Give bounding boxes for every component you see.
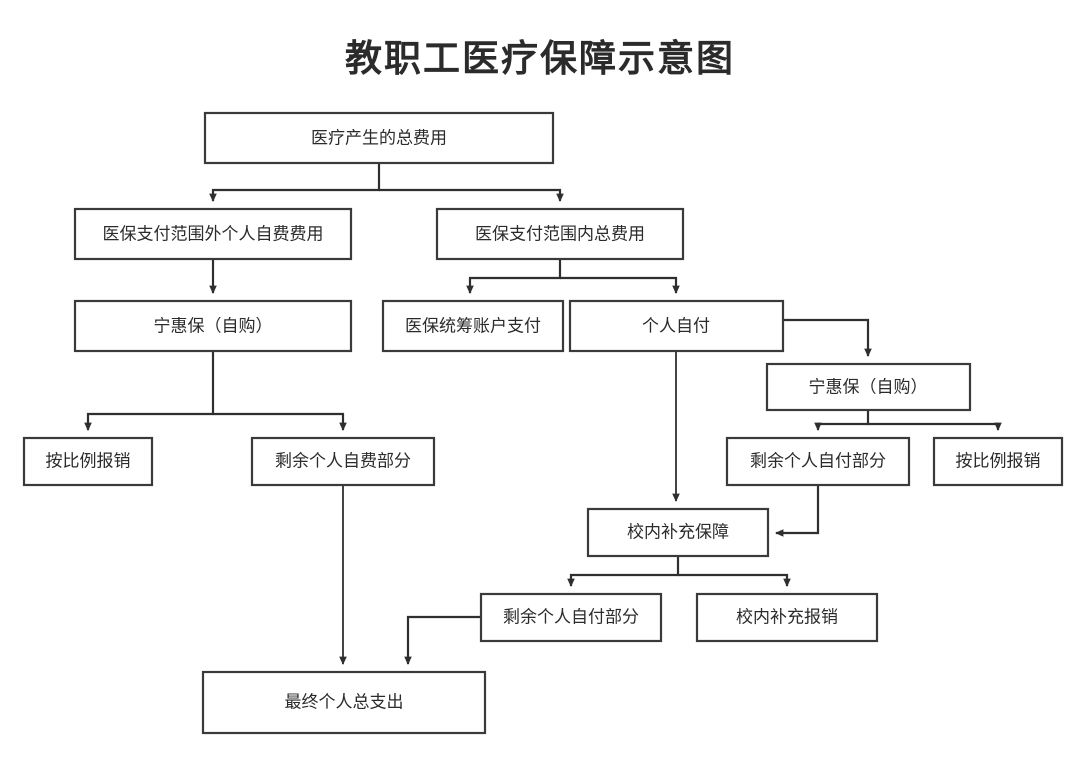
edge-inscope-to-pooling [466,259,562,294]
node-remaining-self-paid-lower[interactable]: 剩余个人自付部分 [479,592,663,643]
node-label: 最终个人总支出 [285,692,404,711]
edge-ninghuibao-to-remaining-self-funded [213,412,347,431]
node-total-medical-cost[interactable]: 医疗产生的总费用 [203,111,555,165]
edge-total-to-outscope [209,163,381,202]
edge-remaining-self-paid2-to-final [404,615,481,665]
node-label: 医保支付范围内总费用 [475,224,645,243]
node-label: 医疗产生的总费用 [311,128,447,147]
node-ninghuibao-left[interactable]: 宁惠保（自购） [73,299,353,353]
node-school-supplementary-reimbursement[interactable]: 校内补充报销 [695,592,879,643]
node-label: 校内补充报销 [736,607,838,626]
edge-ninghuibao-to-proportional [84,351,215,431]
node-ninghuibao-right[interactable]: 宁惠保（自购） [765,362,972,412]
node-proportional-reimbursement-right[interactable]: 按比例报销 [932,436,1064,487]
node-school-supplementary-coverage[interactable]: 校内补充保障 [586,507,770,558]
node-remaining-self-funded[interactable]: 剩余个人自费部分 [250,436,436,487]
node-final-personal-total-expense[interactable]: 最终个人总支出 [201,670,487,735]
node-label: 按比例报销 [956,451,1041,470]
edge-remaining-self-paid-to-school-supplement [775,485,820,537]
edge-school-supplement-to-reimbursement [678,573,791,587]
node-label: 剩余个人自付部分 [750,451,886,470]
edge-ninghuibao2-to-remaining-self-paid [814,410,870,431]
node-personal-self-payment[interactable]: 个人自付 [568,299,785,353]
node-label: 个人自付 [642,316,710,335]
node-label: 按比例报销 [46,451,131,470]
node-proportional-reimbursement-left[interactable]: 按比例报销 [22,436,154,487]
node-label: 校内补充保障 [627,522,729,541]
node-remaining-self-paid-upper[interactable]: 剩余个人自付部分 [725,436,911,487]
node-label: 医保支付范围外个人自费费用 [103,224,324,243]
node-layer: 医疗产生的总费用 医保支付范围外个人自费费用 医保支付范围内总费用 宁惠保（自购… [22,111,1064,735]
page-title: 教职工医疗保障示意图 [345,38,735,79]
edge-inscope-to-selfpay [560,276,680,294]
edge-ninghuibao2-to-proportional2 [868,422,1002,431]
node-label: 剩余个人自费部分 [275,451,411,470]
node-label: 剩余个人自付部分 [503,607,639,626]
node-out-of-scope-self-funded[interactable]: 医保支付范围外个人自费费用 [73,207,353,261]
node-in-scope-total-cost[interactable]: 医保支付范围内总费用 [435,207,685,261]
edge-total-to-inscope [379,188,564,202]
edge-school-supplement-to-remaining [567,556,680,587]
node-label: 宁惠保（自购） [809,377,928,396]
edge-layer [84,163,1002,665]
edge-selfpay-to-ninghuibao2 [783,318,872,357]
node-pooling-account-payment[interactable]: 医保统筹账户支付 [381,299,565,353]
node-label: 宁惠保（自购） [154,316,273,335]
node-label: 医保统筹账户支付 [405,316,541,335]
